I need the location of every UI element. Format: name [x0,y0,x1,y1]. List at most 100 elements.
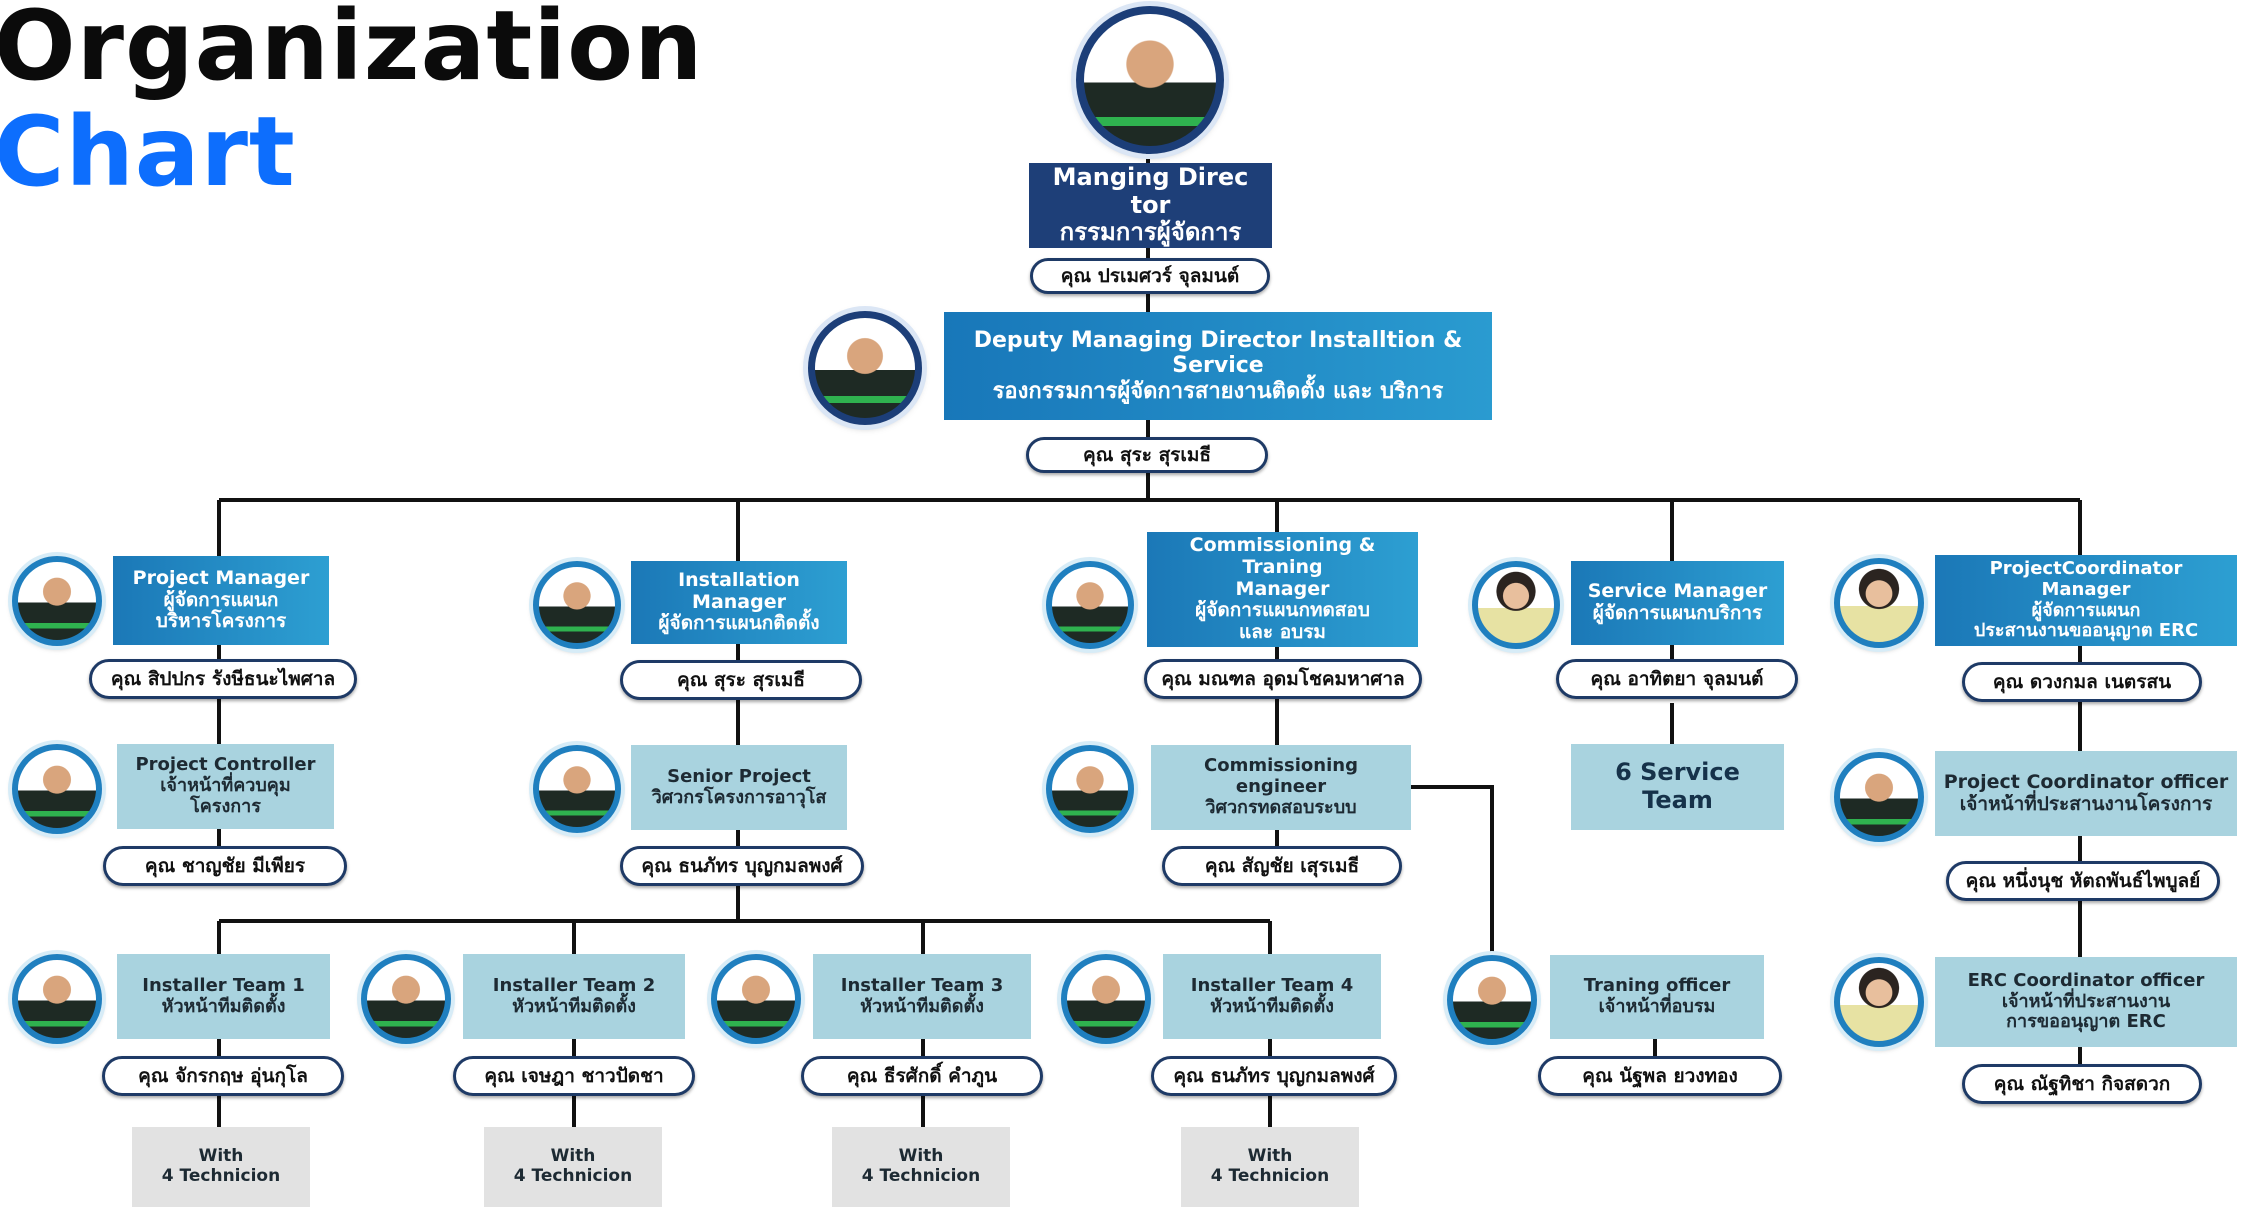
project-manager-box: Project Manager ผู้จัดการแผนก บริหารโครง… [113,556,329,645]
managing-director-name: คุณ ปรเมศวร์ จุลมนต์ [1030,258,1270,294]
avatar-service-manager [1472,561,1560,649]
training-officer-name: คุณ นัฐพล ยวงทอง [1538,1056,1782,1096]
title-line-1: Organization [0,0,704,102]
title-th: หัวหน้าทีมติดตั้ง [161,995,286,1017]
title-th: หัวหน้าทีมติดตั้ง [860,995,984,1017]
erc-coordinator-officer-name: คุณ ณัฐทิชา กิจสดวก [1962,1064,2202,1104]
title-en: Commissioning & Traning [1189,533,1376,578]
installer-team-4-name: คุณ ธนภัทร บุญกมลพงศ์ [1151,1056,1397,1096]
title-en: ProjectCoordinator Manager [1989,558,2183,600]
managing-director-box: Manging Direc tor กรรมการผู้จัดการ [1029,163,1272,248]
avatar-project-coordinator-officer [1834,752,1924,842]
title-th: วิศวกรทดสอบระบบ [1205,796,1357,818]
project-manager-name: คุณ สิปปกร รังษีธนะไพศาล [89,659,357,699]
title-th: วิศวกรโครงการอาวุโส [651,786,827,808]
with-label: With [198,1146,244,1167]
installer-team-2-technicians: With 4 Technicion [484,1127,662,1207]
title-th: ผู้จัดการแผนกติดตั้ง [658,612,820,635]
avatar-erc-coordinator-officer [1834,957,1924,1047]
training-officer-box: Traning officer เจ้าหน้าที่อบรม [1550,955,1764,1039]
title-th: เจ้าหน้าที่ประสานงาน [2001,990,2171,1012]
title-th: รองกรรมการผู้จัดการสายงานติดตั้ง และ บริ… [992,378,1444,404]
title-en: Installation Manager [678,568,800,613]
project-coordinator-manager-box: ProjectCoordinator Manager ผู้จัดการแผนก… [1935,555,2237,646]
technician-count: 4 Technicion [161,1166,281,1186]
commissioning-manager-box: Commissioning & Traning Manager ผู้จัดกา… [1147,532,1418,647]
avatar-project-manager [12,556,102,646]
technician-count: 4 Technicion [861,1166,981,1186]
with-label: With [898,1146,944,1167]
title-en: Installer Team 4 [1190,974,1354,996]
title-th: บริหารโครงการ [155,610,287,633]
project-controller-box: Project Controller เจ้าหน้าที่ควบคุมโครง… [117,744,334,829]
title-en: Manager [1235,577,1330,600]
installer-team-1-name: คุณ จักรกฤษ อุ่นกุโล [102,1056,344,1096]
title-en: Installer Team 1 [142,974,305,996]
commissioning-manager-name: คุณ มณฑล อุดมโชคมหาศาล [1144,659,1422,699]
connector [1406,785,1494,955]
commissioning-engineer-name: คุณ สัญชัย เสุรเมธี [1162,846,1402,886]
service-team-box: 6 Service Team [1571,744,1784,830]
title-en: Project Coordinator officer [1943,770,2229,793]
avatar-training-officer [1447,955,1537,1045]
service-manager-name: คุณ อาทิตยา จุลมนต์ [1556,659,1798,699]
with-label: With [1247,1146,1293,1167]
installer-team-3-name: คุณ ธีรศักดิ์ คำภูน [801,1056,1043,1096]
avatar-commissioning-engineer [1046,745,1134,833]
title-en: Installer Team 3 [840,974,1004,996]
erc-coordinator-officer-box: ERC Coordinator officer เจ้าหน้าที่ประสา… [1935,957,2237,1047]
installer-team-2-box: Installer Team 2 หัวหน้าทีมติดตั้ง [463,954,685,1039]
project-coordinator-officer-box: Project Coordinator officer เจ้าหน้าที่ป… [1935,751,2237,836]
title-th: ผู้จัดการแผนกทดสอบ [1195,599,1370,622]
deputy-md-name: คุณ สุระ สุรเมธี [1026,437,1268,473]
title-th: กรรมการผู้จัดการ [1059,218,1242,247]
avatar-managing-director [1076,6,1224,154]
avatar-installer-team-3 [711,954,801,1044]
avatar-installer-team-4 [1061,954,1151,1044]
title-en: Deputy Managing Director Installtion & S… [973,328,1463,379]
senior-project-name: คุณ ธนภัทร บุญกมลพงศ์ [620,846,864,886]
title-th: และ อบรม [1239,621,1326,644]
title-th: เจ้าหน้าที่ประสานงานโครงการ [1959,792,2213,815]
service-team-label: 6 Service Team [1615,758,1740,814]
installer-team-3-box: Installer Team 3 หัวหน้าทีมติดตั้ง [813,954,1031,1039]
technician-count: 4 Technicion [513,1166,633,1186]
installer-team-3-technicians: With 4 Technicion [832,1127,1010,1207]
avatar-senior-project [533,745,621,833]
installer-team-4-technicians: With 4 Technicion [1181,1127,1359,1207]
title-th: การขออนุญาต ERC [2006,1011,2166,1033]
project-coordinator-officer-name: คุณ หนึ่งนุช หัตถพันธ์ไพบูลย์ [1946,861,2220,901]
deputy-md-box: Deputy Managing Director Installtion & S… [944,312,1492,420]
title-en: Installer Team 2 [492,974,656,996]
title-line-2: Chart [0,96,296,208]
installation-manager-name: คุณ สุระ สุรเมธี [620,660,862,700]
avatar-commissioning-manager [1046,561,1134,649]
title-th: ผู้จัดการแผนก [2031,599,2141,621]
commissioning-engineer-box: Commissioning engineer วิศวกรทดสอบระบบ [1151,745,1411,830]
title-en: Commissioning engineer [1204,755,1358,798]
service-manager-box: Service Manager ผู้จัดการแผนกบริการ [1571,561,1784,645]
title-en: Project Controller [135,754,316,776]
title-th: ประสานงานขออนุญาต ERC [1973,620,2199,642]
title-en: Service Manager [1587,580,1768,603]
installer-team-4-box: Installer Team 4 หัวหน้าทีมติดตั้ง [1163,954,1381,1039]
avatar-installer-team-1 [12,954,102,1044]
title-th: ผู้จัดการแผนกบริการ [1592,602,1763,624]
avatar-project-coordinator-manager [1834,558,1924,648]
title-th: เจ้าหน้าที่อบรม [1598,996,1716,1017]
avatar-project-controller [12,744,102,834]
senior-project-box: Senior Project วิศวกรโครงการอาวุโส [631,745,847,830]
title-th: ผู้จัดการแผนก [163,588,279,611]
avatar-deputy-md [808,311,922,425]
title-en: Traning officer [1583,975,1731,997]
title-en: ERC Coordinator officer [1967,969,2205,991]
with-label: With [550,1146,596,1167]
title-th: เจ้าหน้าที่ควบคุมโครงการ [160,775,291,817]
installer-team-1-box: Installer Team 1 หัวหน้าทีมติดตั้ง [117,954,330,1039]
title-en: Senior Project [667,765,811,787]
technician-count: 4 Technicion [1210,1166,1330,1186]
installer-team-2-name: คุณ เจษฎา ชาวปัดชา [453,1056,695,1096]
title-en: Manging Direc tor [1052,163,1249,219]
avatar-installer-team-2 [361,954,451,1044]
